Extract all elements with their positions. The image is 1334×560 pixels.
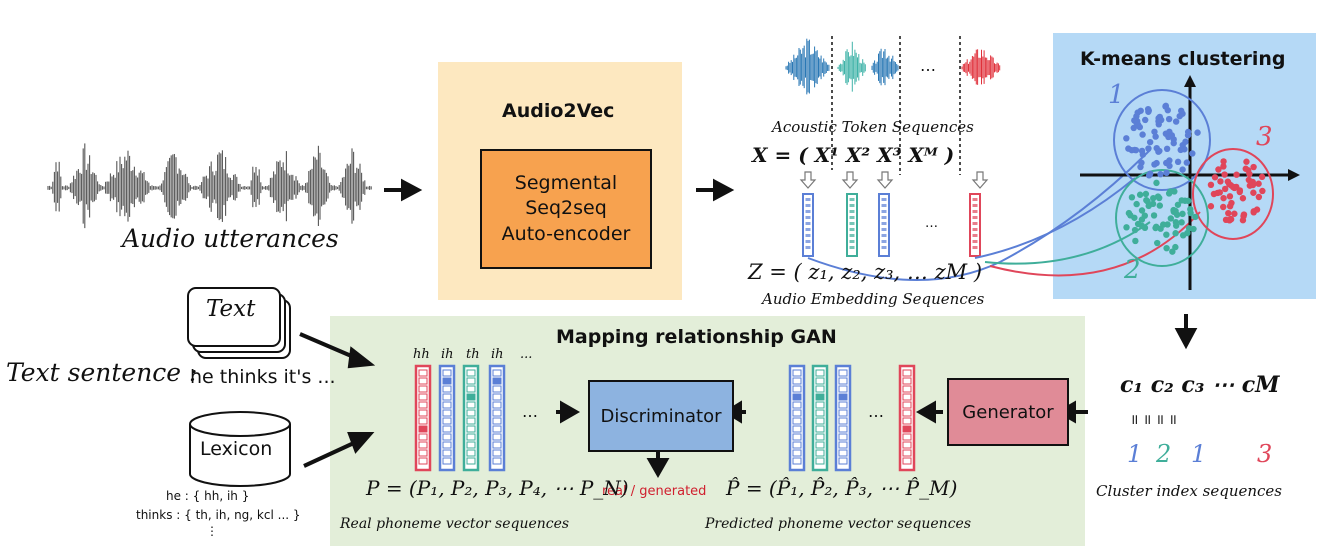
- pred-vec-ellipsis: …: [868, 402, 884, 421]
- index-value-2: 2: [1156, 440, 1172, 468]
- lexicon-entry-2: thinks : { th, ih, ng, kcl ... }: [136, 508, 301, 522]
- phat-equation: P̂ = (P̂₁, P̂₂, P̂₃, ⋯ P̂_M): [726, 476, 958, 500]
- token-separators: [831, 36, 961, 175]
- equality-signs: ॥ ॥ ॥ ॥: [1130, 412, 1177, 428]
- phoneme-label-2: ih: [441, 347, 454, 362]
- real-phoneme-label: Real phoneme vector sequences: [340, 516, 570, 532]
- cluster-label-3: 3: [1256, 122, 1273, 152]
- cluster-connectors: [807, 149, 1201, 282]
- audio-embedding-label: Audio Embedding Sequences: [762, 290, 985, 308]
- acoustic-token-label: Acoustic Token Sequences: [772, 118, 974, 136]
- index-value-4: 3: [1257, 440, 1273, 468]
- lexicon-entry-1: he : { hh, ih }: [166, 489, 250, 503]
- kmeans-title: K-means clustering: [1080, 48, 1286, 70]
- audio-waveform: [47, 143, 372, 229]
- embedding-vectors: [802, 193, 981, 257]
- lexicon-entry-3: ⋮: [206, 524, 218, 538]
- real-vec-ellipsis: …: [522, 402, 538, 421]
- gan-title: Mapping relationship GAN: [556, 326, 837, 348]
- audio2vec-title: Audio2Vec: [502, 100, 615, 122]
- cluster-index-label: Cluster index sequences: [1096, 482, 1282, 500]
- text-doc-label: Text: [206, 296, 256, 322]
- cluster-sequence: c₁ c₂ c₃ ⋯ cM: [1120, 372, 1280, 398]
- discriminator-box: Discriminator: [588, 380, 734, 452]
- cluster-label-2: 2: [1124, 255, 1141, 285]
- p-equation: P = (P₁, P₂, P₃, P₄, ⋯ P_N): [366, 476, 629, 500]
- phoneme-label-4: ih: [491, 347, 504, 362]
- cluster-label-1: 1: [1108, 80, 1125, 110]
- z-equation: Z = ( z₁, z₂, z₃, … zM ): [748, 260, 983, 284]
- index-value-1: 1: [1127, 440, 1143, 468]
- token-ellipsis: …: [920, 56, 936, 75]
- x-equation: X = ( X¹ X² X³ Xᴹ ): [752, 143, 955, 167]
- encode-arrows: [799, 171, 989, 189]
- predicted-phoneme-label: Predicted phoneme vector sequences: [705, 516, 972, 532]
- audio-utterances-label: Audio utterances: [122, 224, 339, 253]
- generator-box: Generator: [947, 378, 1069, 446]
- text-sentence-value: he thinks it's ...: [190, 366, 336, 388]
- kmeans-plot: [1080, 75, 1300, 290]
- acoustic-token-waveforms: [785, 38, 1001, 95]
- index-value-3: 1: [1191, 440, 1207, 468]
- phoneme-label-1: hh: [413, 347, 430, 362]
- real-generated-label: real / generated: [602, 484, 707, 499]
- phoneme-label-3: th: [466, 347, 480, 362]
- lexicon-cylinder-icon: [189, 411, 291, 487]
- phoneme-label-5: ...: [520, 347, 533, 362]
- lexicon-label: Lexicon: [200, 438, 273, 460]
- text-sentence-label: Text sentence :: [6, 358, 198, 387]
- vector-ellipsis: …: [925, 216, 938, 231]
- phoneme-vectors: [414, 364, 916, 472]
- seq2seq-autoencoder-box: Segmental Seq2seq Auto-encoder: [480, 149, 652, 269]
- x-sequence: X = ( X¹ X² X³ Xᴹ ): [752, 143, 954, 167]
- kmeans-panel: [1053, 33, 1316, 299]
- text-document-icon: [187, 287, 291, 359]
